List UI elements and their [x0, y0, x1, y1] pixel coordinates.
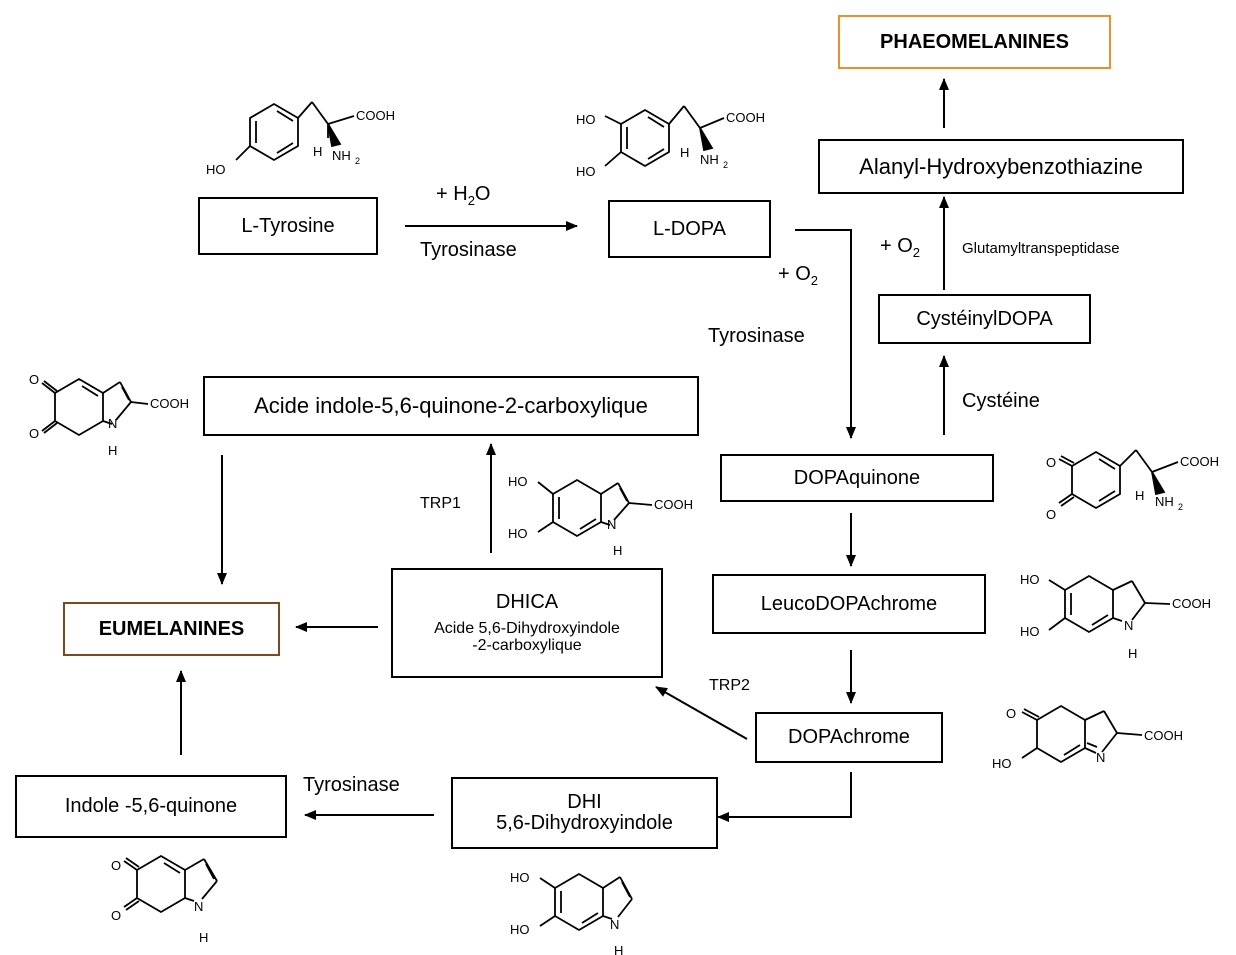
acide-indole-quinone-box: Acide indole-5,6-quinone-2-carboxylique [203, 376, 699, 436]
dhi-line2: 5,6-Dihydroxyindole [496, 812, 673, 834]
svg-text:O: O [1006, 706, 1016, 721]
phaeomelanines-box: PHAEOMELANINES [838, 15, 1111, 69]
tyrosinase-label-1: Tyrosinase [420, 239, 517, 261]
svg-text:N: N [108, 416, 117, 431]
glutamyltranspeptidase-label: Glutamyltranspeptidase [962, 240, 1120, 257]
acide-indole-quinone-label: Acide indole-5,6-quinone-2-carboxylique [254, 393, 648, 419]
structure-acide-indole-quinone: O O COOH N H [29, 372, 189, 458]
dopachrome-box: DOPAchrome [755, 712, 943, 763]
svg-text:2: 2 [355, 156, 360, 166]
svg-text:O: O [29, 426, 39, 441]
svg-text:O: O [111, 858, 121, 873]
svg-text:2: 2 [1178, 502, 1183, 512]
svg-text:H: H [614, 943, 623, 955]
structure-dhica: HO HO COOH N H [508, 474, 693, 558]
svg-text:N: N [194, 899, 203, 914]
svg-text:O: O [29, 372, 39, 387]
svg-text:H: H [108, 443, 117, 458]
alanyl-hydroxybenzothiazine-box: Alanyl-Hydroxybenzothiazine [818, 139, 1184, 194]
dhica-line2: -2-carboxylique [472, 636, 582, 654]
svg-text:H: H [1128, 646, 1137, 661]
svg-text:H: H [313, 144, 322, 159]
tyrosinase-label-3: Tyrosinase [303, 774, 400, 796]
dhica-title: DHICA [495, 590, 559, 613]
arrow-dopachrome-to-dhi [717, 772, 852, 822]
dhica-line1: Acide 5,6-Dihydroxyindole [434, 619, 620, 637]
structure-l-dopa: HO HO COOH H NH 2 [576, 105, 765, 179]
trp2-label: TRP2 [709, 677, 750, 694]
svg-text:N: N [607, 517, 616, 532]
svg-text:NH: NH [332, 148, 351, 163]
svg-text:HO: HO [206, 162, 226, 177]
svg-text:HO: HO [576, 164, 596, 179]
svg-text:COOH: COOH [654, 497, 693, 512]
l-dopa-box: L-DOPA [608, 200, 771, 258]
svg-text:HO: HO [508, 526, 528, 541]
eumelanines-box: EUMELANINES [63, 602, 280, 656]
svg-text:COOH: COOH [356, 108, 395, 123]
l-tyrosine-label: L-Tyrosine [241, 214, 335, 237]
cysteinyldopa-label: CystéinylDOPA [916, 307, 1053, 330]
structure-dopaquinone: O O COOH H NH 2 [1046, 449, 1219, 522]
leucodopachrome-label: LeucoDOPAchrome [760, 592, 938, 615]
alanyl-label: Alanyl-Hydroxybenzothiazine [859, 153, 1143, 179]
structure-dhi: HO HO N H [510, 870, 633, 955]
o2-label-1: + O2 [778, 263, 819, 288]
svg-text:HO: HO [576, 112, 596, 127]
svg-text:HO: HO [1020, 572, 1040, 587]
svg-text:O: O [1046, 455, 1056, 470]
l-tyrosine-box: L-Tyrosine [198, 197, 378, 255]
svg-text:COOH: COOH [1180, 454, 1219, 469]
svg-text:COOH: COOH [150, 396, 189, 411]
svg-text:N: N [1096, 750, 1105, 765]
tyrosinase-label-2: Tyrosinase [708, 325, 805, 347]
dhica-box: DHICA Acide 5,6-Dihydroxyindole -2-carbo… [391, 568, 663, 678]
dopachrome-label: DOPAchrome [788, 726, 910, 748]
trp1-label: TRP1 [420, 495, 461, 512]
structure-indole-quinone: O O N H [111, 854, 218, 945]
svg-text:NH: NH [1155, 494, 1174, 509]
dhi-box: DHI 5,6-Dihydroxyindole [451, 777, 718, 849]
l-dopa-label: L-DOPA [653, 217, 726, 240]
svg-text:O: O [111, 908, 121, 923]
indole-quinone-label: Indole -5,6-quinone [64, 795, 238, 817]
leucodopachrome-box: LeucoDOPAchrome [712, 574, 986, 634]
structure-leucodopachrome: HO HO COOH N H [1020, 572, 1211, 661]
svg-text:O: O [1046, 507, 1056, 522]
h2o-label: + H2O [436, 183, 491, 208]
cysteinyldopa-box: CystéinylDOPA [878, 294, 1091, 344]
svg-text:NH: NH [700, 152, 719, 167]
phaeomelanines-label: PHAEOMELANINES [880, 30, 1069, 53]
dopaquinone-label: DOPAquinone [793, 466, 921, 489]
svg-text:COOH: COOH [1144, 728, 1183, 743]
indole-quinone-box: Indole -5,6-quinone [15, 775, 287, 838]
svg-text:H: H [680, 145, 689, 160]
svg-text:2: 2 [723, 160, 728, 170]
svg-text:COOH: COOH [726, 110, 765, 125]
o2-label-2: + O2 [880, 235, 921, 260]
arrow-dopachrome-to-dhica [655, 686, 748, 740]
svg-text:HO: HO [510, 922, 530, 937]
svg-text:HO: HO [510, 870, 530, 885]
svg-text:N: N [1124, 618, 1133, 633]
structure-l-tyrosine: HO COOH H NH 2 [206, 101, 395, 177]
dopaquinone-box: DOPAquinone [720, 454, 994, 502]
eumelanines-label: EUMELANINES [98, 617, 245, 640]
svg-text:H: H [199, 930, 208, 945]
svg-text:COOH: COOH [1172, 596, 1211, 611]
svg-text:HO: HO [1020, 624, 1040, 639]
svg-text:HO: HO [992, 756, 1012, 771]
svg-text:H: H [1135, 488, 1144, 503]
dhi-title: DHI [567, 791, 602, 813]
cysteine-label: Cystéine [962, 390, 1040, 412]
svg-text:N: N [610, 917, 619, 932]
svg-text:H: H [613, 543, 622, 558]
svg-text:HO: HO [508, 474, 528, 489]
arrow-dopa-to-dopaquinone [795, 229, 856, 439]
structure-dopachrome: O HO COOH N [992, 704, 1183, 771]
